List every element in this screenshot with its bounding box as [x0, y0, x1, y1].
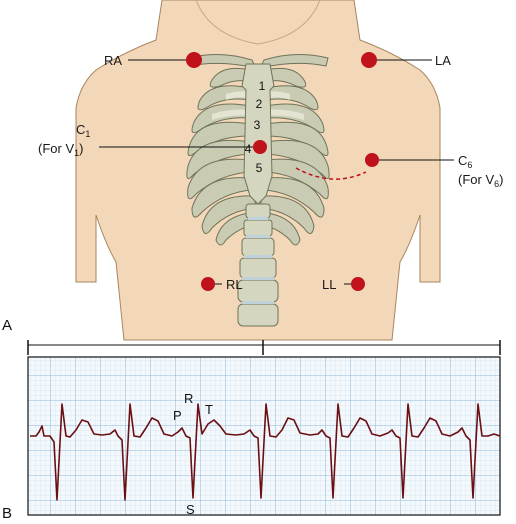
label-c6: C6 [458, 153, 472, 170]
label-c1-note: (For V1) [38, 141, 83, 158]
label-c1: C1 [76, 122, 90, 139]
sternum [241, 63, 275, 205]
label-c6-note: (For V6) [458, 172, 503, 189]
label-r-wave: R [184, 391, 193, 406]
torso-illustration [75, 0, 441, 341]
spine [237, 203, 279, 327]
electrode-c6-dot [365, 153, 379, 167]
label-s-wave: S [186, 502, 195, 517]
electrode-la-dot [361, 52, 377, 68]
rib-number-5: 5 [256, 161, 263, 175]
electrode-c1-dot [253, 140, 267, 154]
label-p-wave: P [173, 408, 182, 423]
panel-label-a: A [2, 317, 12, 334]
rib-number-2: 2 [256, 97, 263, 111]
electrode-rl-dot [201, 277, 215, 291]
label-ra: RA [104, 53, 122, 68]
ecg-trace [30, 403, 501, 501]
electrodes [186, 52, 379, 291]
label-t-wave: T [205, 402, 213, 417]
electrode-leader-lines [99, 59, 454, 285]
electrode-ll-dot [351, 277, 365, 291]
intercostal-dashed-line [295, 167, 367, 180]
rib-number-1: 1 [259, 79, 266, 93]
label-rl: RL [226, 277, 243, 292]
rib-number-4: 4 [245, 142, 252, 156]
label-ll: LL [322, 277, 336, 292]
ecg-strip: P R T S [27, 340, 501, 517]
panel-label-b: B [2, 505, 12, 522]
rib-number-3: 3 [254, 118, 261, 132]
label-la: LA [435, 53, 451, 68]
electrode-ra-dot [186, 52, 202, 68]
